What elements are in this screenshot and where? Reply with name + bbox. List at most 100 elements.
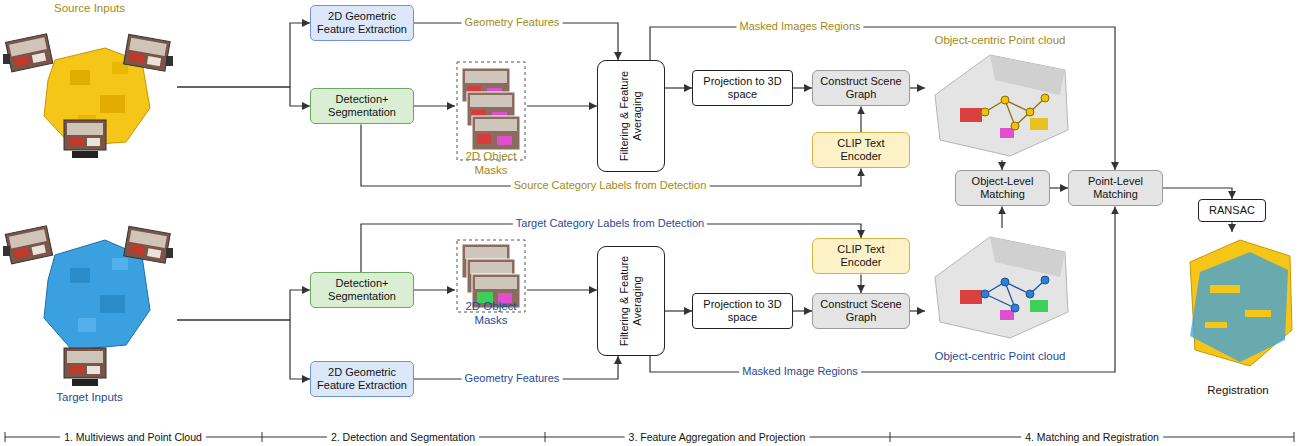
connector	[414, 289, 455, 290]
connector	[177, 87, 310, 106]
connector	[414, 105, 455, 106]
target-input-illustration	[100, 295, 125, 313]
target-input-illustration	[72, 379, 98, 386]
source-input-illustration	[100, 95, 125, 113]
stage-timeline	[545, 432, 546, 442]
scene-graph-box: Construct Scene Graph	[812, 293, 910, 329]
node-text: Object-Level Matching	[961, 175, 1044, 201]
mask-stack-illustration	[457, 62, 525, 160]
ransac-box: RANSAC	[1198, 199, 1266, 222]
mask-stack-illustration	[472, 116, 520, 150]
node-text: Projection to 3D space	[698, 298, 787, 324]
source-input-illustration	[6, 34, 53, 72]
connector	[527, 105, 597, 106]
connector	[860, 274, 861, 293]
connector	[650, 206, 1115, 372]
mask-stack-illustration	[457, 62, 525, 312]
source-point-cloud-illustration	[1011, 122, 1019, 130]
target-point-cloud-illustration	[985, 294, 1015, 308]
connector	[1231, 222, 1232, 232]
target-point-cloud-illustration	[960, 290, 982, 304]
node-text: Filtering & Feature Averaging	[618, 66, 644, 166]
target-point-cloud-illustration	[935, 237, 1068, 338]
source-point-cloud-illustration	[1026, 108, 1034, 116]
target-input-illustration	[70, 268, 90, 283]
target-point-cloud-illustration	[1000, 310, 1014, 320]
connector	[860, 106, 861, 132]
connector	[414, 23, 618, 60]
stage-label: 3. Feature Aggregation and Projection	[625, 431, 810, 443]
input-views: Target Inputs	[2, 205, 177, 405]
target-input-illustration	[124, 226, 171, 263]
stage-label: 2. Detection and Segmentation	[327, 431, 479, 443]
stage-timeline	[262, 432, 263, 442]
feature-extractor-box: 2D Geometric Feature Extraction	[310, 361, 414, 397]
connector	[665, 310, 692, 311]
connector-label: Masked Images Regions	[736, 20, 863, 33]
projection-box: Projection to 3D space	[692, 293, 793, 329]
source-input-illustration	[70, 70, 90, 85]
stage-label: 4. Matching and Registration	[1021, 431, 1163, 443]
target-point-cloud-illustration	[1011, 304, 1019, 312]
connector	[793, 87, 812, 88]
node-text: RANSAC	[1209, 204, 1255, 217]
node-text: Object-centric Point cloud	[934, 34, 1065, 48]
node-text: 2D Object Masks	[455, 150, 527, 178]
connector	[414, 356, 618, 379]
stage-timeline	[5, 437, 1294, 438]
detector-box: Detection+ Segmentation	[310, 272, 414, 308]
source-point-cloud-illustration	[981, 108, 989, 116]
encoder-box: CLIP Text Encoder	[812, 132, 910, 168]
target-point-cloud-illustration	[1041, 276, 1049, 284]
target-input-illustration	[112, 258, 128, 270]
connector	[793, 310, 812, 311]
target-input-illustration	[5, 226, 52, 264]
mask-stack: 2D Object Masks	[455, 238, 527, 328]
connector	[665, 87, 692, 88]
connector	[1163, 188, 1232, 199]
connector	[650, 27, 1115, 170]
node-text: Projection to 3D space	[698, 75, 787, 101]
registration-illustration	[1205, 322, 1227, 328]
detector-box: Detection+ Segmentation	[310, 88, 414, 124]
target-input-illustration	[3, 226, 173, 386]
node-text: Target Inputs	[56, 391, 122, 405]
source-input-illustration	[166, 56, 173, 66]
node-text: Source Inputs	[54, 2, 125, 16]
target-input-illustration	[124, 226, 171, 263]
connector	[177, 290, 310, 320]
stage-timeline	[5, 432, 6, 442]
registration-illustration	[1190, 240, 1292, 366]
node-text: CLIP Text Encoder	[818, 137, 904, 163]
point-cloud-view: Object-centric Point cloud	[925, 228, 1075, 364]
source-point-cloud-illustration	[1041, 94, 1049, 102]
connector	[1001, 206, 1002, 228]
matching-box: Object-Level Matching	[955, 170, 1050, 206]
source-point-cloud-illustration	[960, 108, 982, 122]
source-input-illustration	[124, 34, 171, 71]
connector-label: Source Category Labels from Detection	[511, 179, 710, 192]
connector-label: Target Category Labels from Detection	[513, 217, 707, 230]
stage-label: 1. Multiviews and Point Cloud	[60, 431, 206, 443]
node-text: Detection+ Segmentation	[316, 277, 408, 303]
source-point-cloud-illustration	[1001, 96, 1009, 104]
mask-stack: 2D Object Masks	[455, 60, 527, 178]
matching-box: Point-Level Matching	[1068, 170, 1163, 206]
target-input-illustration	[166, 248, 173, 258]
input-views: Source Inputs	[2, 2, 177, 162]
target-point-cloud-illustration	[1026, 290, 1034, 298]
target-input-illustration	[64, 348, 106, 378]
point-cloud-view: Object-centric Point cloud	[925, 34, 1075, 160]
filter-box: Filtering & Feature Averaging	[597, 60, 665, 172]
target-point-cloud-illustration	[990, 237, 1065, 277]
target-point-cloud-illustration	[1030, 300, 1048, 312]
source-input-illustration	[72, 151, 98, 158]
connector	[910, 87, 925, 88]
target-point-cloud-illustration	[981, 290, 989, 298]
node-text: Construct Scene Graph	[818, 298, 904, 324]
node-text: 2D Geometric Feature Extraction	[316, 366, 408, 392]
filter-box: Filtering & Feature Averaging	[597, 246, 665, 356]
connector-label: Geometry Features	[462, 16, 563, 29]
connector	[177, 320, 310, 379]
